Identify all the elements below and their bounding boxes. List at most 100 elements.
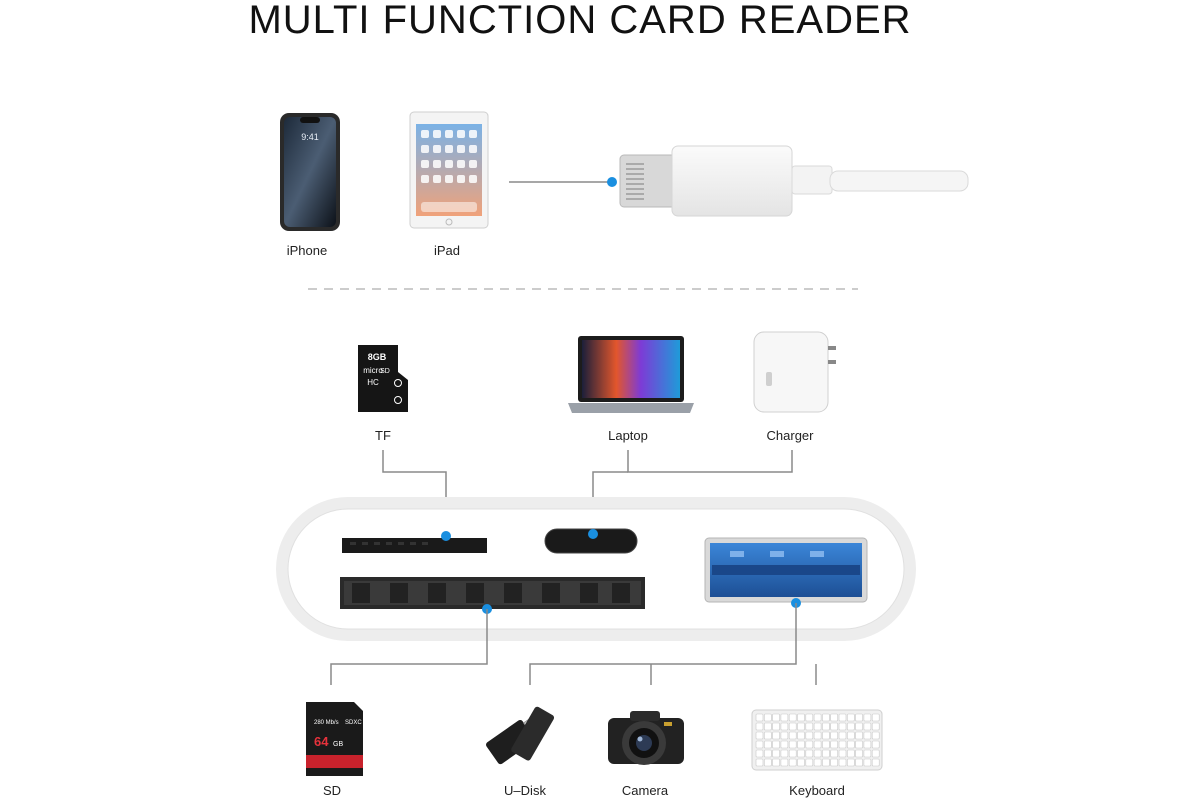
iphone-label: iPhone bbox=[286, 243, 328, 258]
usb-c-port bbox=[544, 528, 638, 554]
keyboard-key bbox=[772, 731, 780, 740]
lightning-connector bbox=[509, 145, 969, 217]
keyboard-key bbox=[763, 749, 772, 758]
keyboard-key bbox=[846, 740, 855, 749]
sd-card-speed: 280 Mb/s bbox=[314, 720, 339, 726]
keyboard-key bbox=[788, 758, 797, 767]
keyboard-key bbox=[846, 713, 855, 722]
keyboard-key bbox=[830, 713, 839, 722]
keyboard-key bbox=[772, 740, 780, 749]
tf-card-type: SD bbox=[380, 368, 390, 375]
keyboard-key bbox=[838, 740, 847, 749]
keyboard-key bbox=[805, 758, 814, 767]
tf-card-image: 8GB micro SD HC bbox=[358, 345, 408, 412]
keyboard-key bbox=[855, 749, 863, 758]
keyboard-key bbox=[838, 722, 847, 731]
keyboard-key bbox=[846, 749, 855, 758]
keyboard-key bbox=[838, 758, 847, 767]
keyboard-key bbox=[780, 722, 789, 731]
laptop-label: Laptop bbox=[608, 428, 648, 443]
keyboard-key bbox=[855, 758, 863, 767]
charger-label: Charger bbox=[766, 428, 814, 443]
keyboard-key bbox=[846, 758, 855, 767]
keyboard-key bbox=[855, 722, 863, 731]
keyboard-key bbox=[797, 731, 805, 740]
keyboard-key bbox=[755, 740, 764, 749]
keyboard-key bbox=[763, 731, 772, 740]
sd-card-type: SDXC bbox=[345, 720, 362, 726]
charger-image bbox=[753, 331, 836, 413]
keyboard-key bbox=[805, 740, 814, 749]
keyboard-key bbox=[763, 740, 772, 749]
keyboard-key bbox=[813, 731, 822, 740]
keyboard-key bbox=[805, 749, 814, 758]
iphone-image: 9:41 bbox=[280, 113, 340, 231]
keyboard-key bbox=[871, 731, 880, 740]
keyboard-key bbox=[838, 713, 847, 722]
keyboard-key bbox=[780, 713, 789, 722]
tf-card-capacity: 8GB bbox=[368, 352, 387, 362]
keyboard-key bbox=[822, 749, 830, 758]
keyboard-key bbox=[755, 713, 764, 722]
keyboard-key bbox=[863, 731, 872, 740]
keyboard-key bbox=[871, 749, 880, 758]
keyboard-key bbox=[855, 731, 863, 740]
keyboard-key bbox=[813, 758, 822, 767]
tf-slot bbox=[342, 538, 487, 553]
sd-label: SD bbox=[322, 783, 342, 798]
keyboard-key bbox=[822, 722, 830, 731]
iphone-clock: 9:41 bbox=[301, 132, 319, 142]
keyboard-key bbox=[838, 731, 847, 740]
keyboard-key bbox=[830, 722, 839, 731]
keyboard-key bbox=[772, 713, 780, 722]
keyboard-key bbox=[822, 758, 830, 767]
keyboard-key bbox=[780, 731, 789, 740]
udisk-image bbox=[486, 706, 555, 765]
udisk-label: U–Disk bbox=[504, 783, 546, 798]
keyboard-key bbox=[846, 722, 855, 731]
keyboard-key bbox=[780, 758, 789, 767]
connection-dots bbox=[441, 529, 801, 614]
keyboard-key bbox=[755, 722, 764, 731]
keyboard-key bbox=[813, 749, 822, 758]
camera-image bbox=[608, 711, 684, 765]
keyboard-key bbox=[805, 731, 814, 740]
keyboard-key bbox=[755, 758, 764, 767]
keyboard-key bbox=[822, 731, 830, 740]
keyboard-label: Keyboard bbox=[789, 783, 845, 798]
keyboard-key bbox=[797, 758, 805, 767]
keyboard-key bbox=[805, 722, 814, 731]
keyboard-image bbox=[751, 709, 883, 771]
keyboard-key bbox=[871, 758, 880, 767]
keyboard-key bbox=[772, 749, 780, 758]
sd-card-capacity: 64 bbox=[314, 734, 329, 749]
camera-label: Camera bbox=[621, 783, 669, 798]
keyboard-key bbox=[780, 740, 789, 749]
keyboard-key bbox=[797, 722, 805, 731]
keyboard-key bbox=[772, 758, 780, 767]
keyboard-key bbox=[755, 731, 764, 740]
keyboard-key bbox=[797, 749, 805, 758]
keyboard-key bbox=[830, 731, 839, 740]
keyboard-key bbox=[813, 713, 822, 722]
keyboard-key bbox=[797, 713, 805, 722]
keyboard-key bbox=[822, 713, 830, 722]
keyboard-key bbox=[788, 731, 797, 740]
keyboard-key bbox=[863, 749, 872, 758]
keyboard-key bbox=[830, 749, 839, 758]
page-title: MULTI FUNCTION CARD READER bbox=[248, 0, 912, 42]
keyboard-key bbox=[780, 749, 789, 758]
keyboard-key bbox=[863, 758, 872, 767]
keyboard-key bbox=[830, 740, 839, 749]
keyboard-key bbox=[788, 713, 797, 722]
keyboard-key bbox=[797, 740, 805, 749]
laptop-image bbox=[568, 336, 694, 413]
keyboard-key bbox=[838, 749, 847, 758]
keyboard-key bbox=[855, 740, 863, 749]
keyboard-key bbox=[855, 713, 863, 722]
tf-label: TF bbox=[375, 428, 391, 443]
connector-lines-bottom bbox=[330, 603, 817, 685]
keyboard-key bbox=[863, 713, 872, 722]
keyboard-key bbox=[788, 740, 797, 749]
